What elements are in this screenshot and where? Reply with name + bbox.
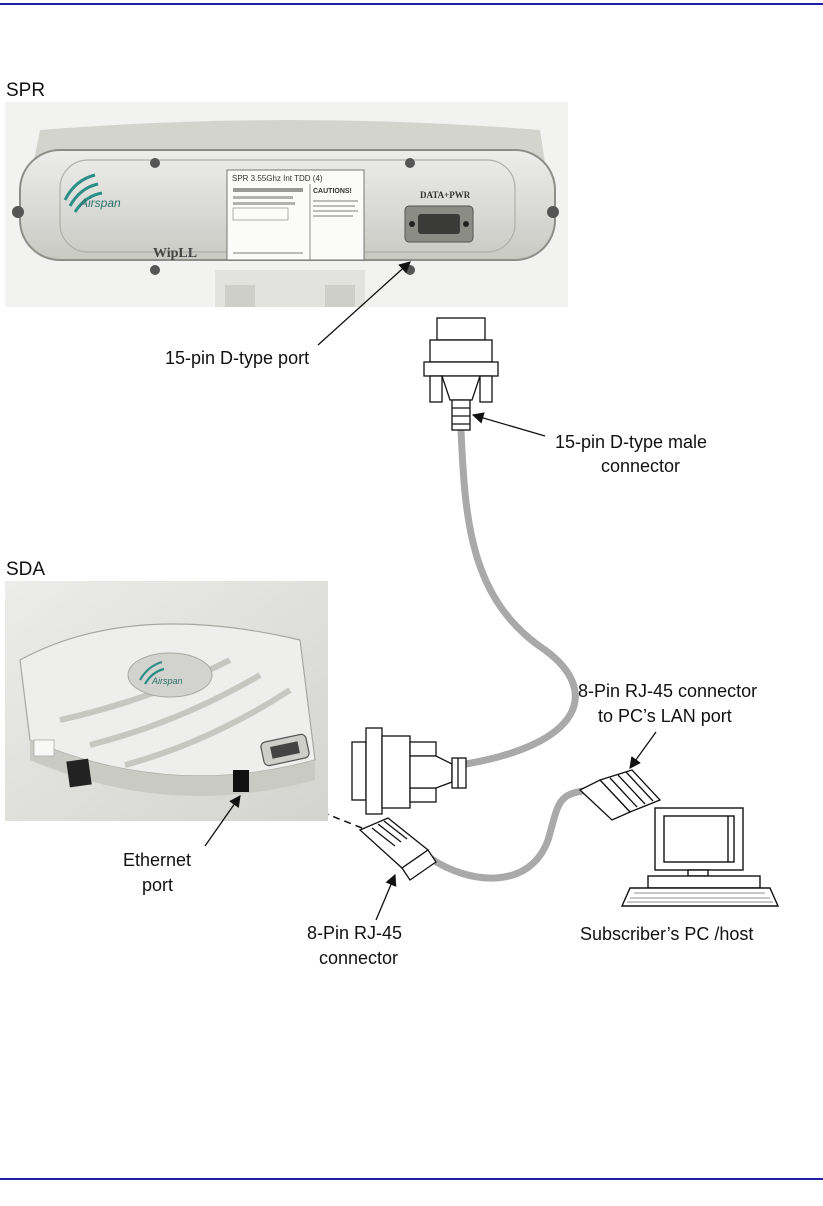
callout-ethernet-line1: Ethernet bbox=[123, 850, 191, 870]
callout-rj45-line2: connector bbox=[319, 948, 398, 968]
callout-ethernet-line2: port bbox=[142, 875, 173, 895]
d-type-cable bbox=[460, 430, 575, 765]
svg-text:Airspan: Airspan bbox=[79, 196, 121, 210]
callout-d15-male-line1: 15-pin D-type male bbox=[555, 432, 707, 452]
sda-unit-photo: Airspan bbox=[5, 581, 328, 821]
callout-d15-male-leader bbox=[473, 415, 545, 436]
rj45-connector-sda bbox=[360, 818, 436, 880]
callout-host: Subscriber’s PC /host bbox=[580, 924, 753, 944]
callout-d15-port: 15-pin D-type port bbox=[165, 348, 309, 368]
spr-label-cautions: CAUTIONS! bbox=[313, 188, 352, 195]
callout-rj45-pc-line1: 8-Pin RJ-45 connector bbox=[578, 681, 757, 701]
sda-section-label: SDA bbox=[6, 559, 45, 580]
callout-rj45-pc-line2: to PC’s LAN port bbox=[598, 706, 732, 726]
callout-rj45-pc-leader bbox=[630, 732, 656, 768]
rj45-cable bbox=[430, 790, 605, 878]
spr-brand-marking: WipLL bbox=[153, 246, 197, 261]
callout-rj45-line1: 8-Pin RJ-45 bbox=[307, 923, 402, 943]
spr-section-label: SPR bbox=[6, 80, 45, 101]
d15-sda-connector bbox=[352, 728, 466, 814]
d15-male-connector bbox=[424, 318, 498, 430]
callout-d15-male-line2: connector bbox=[601, 456, 680, 476]
sda-ethernet-port bbox=[233, 770, 249, 792]
callout-rj45-leader bbox=[376, 875, 395, 920]
rj45-connector-pc bbox=[580, 770, 660, 820]
svg-text:Airspan: Airspan bbox=[151, 676, 183, 686]
subscriber-pc-icon bbox=[622, 808, 778, 906]
spr-label-title: SPR 3.55Ghz Int TDD (4) bbox=[232, 174, 323, 183]
spr-unit-photo: Airspan SPR 3.55Ghz Int TDD (4) CAUTIONS… bbox=[5, 102, 568, 307]
spr-port-marking: DATA+PWR bbox=[420, 190, 471, 200]
